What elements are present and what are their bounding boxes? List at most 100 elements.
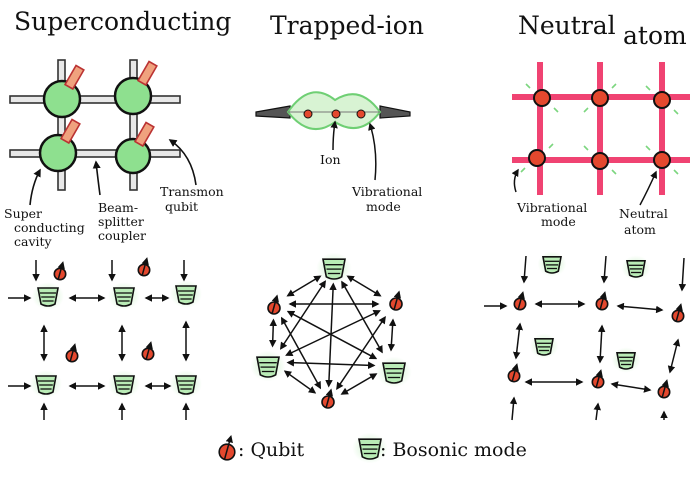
coupling-arrow (286, 358, 376, 370)
coupling-arrow (667, 338, 681, 374)
qubit-icon (389, 290, 403, 311)
transmon-chip (136, 60, 158, 87)
ion-pointer-arrow (330, 120, 338, 151)
label-cavity-line2: conducting (14, 220, 85, 235)
transmon-chip (59, 118, 81, 145)
coupling-arrow (616, 302, 664, 314)
vibration-marks (520, 143, 679, 175)
coupler-horizontal (9, 95, 181, 104)
coupling-arrow (512, 322, 524, 360)
na-mode-pointer-arrow (511, 168, 519, 193)
bosonic-mode-icon (32, 282, 64, 310)
legend-bosonic-icon (352, 432, 388, 464)
label-na-vib-line1: Vibrational (516, 200, 587, 215)
bosonic-mode-icon (170, 370, 202, 398)
label-ion: Ion (320, 152, 341, 167)
neutral-atom (533, 89, 551, 107)
label-neutral-atom-line2: atom (624, 222, 656, 237)
superconducting-schematic (8, 257, 202, 420)
coupling-arrow (678, 257, 687, 292)
label-beam-line3: coupler (98, 228, 146, 243)
coupling-arrow (340, 373, 378, 395)
bosonic-mode-icon (30, 370, 62, 398)
coupling-arrow (520, 255, 529, 284)
coupling-arrow (610, 381, 652, 393)
bosonic-mode-icon (108, 282, 140, 310)
label-cavity-line1: Super (4, 206, 42, 221)
bosonic-mode-icon (537, 251, 567, 277)
superconducting-cavity (113, 76, 153, 116)
bosonic-mode-icon (529, 333, 559, 359)
coupler-pointer-arrow (92, 160, 101, 196)
coupler-horizontal (9, 149, 181, 158)
ion (331, 109, 341, 119)
trap-electrode-left (255, 105, 291, 119)
qubit-icon (65, 343, 79, 363)
qubit-icon (321, 388, 335, 409)
bosonic-mode-icon (352, 432, 388, 464)
coupler-vertical (129, 59, 138, 191)
label-ion-vib-line1: Vibrational (351, 184, 422, 199)
coupling-arrow (279, 280, 327, 350)
coupling-arrow (509, 396, 518, 421)
qubit-icon (218, 434, 236, 461)
legend-bosonic-label: : Bosonic mode (380, 439, 527, 461)
neutral-atom (591, 152, 609, 170)
coupling-arrow (387, 318, 397, 352)
coupling-arrow (280, 316, 322, 390)
qubit-icon (137, 257, 151, 277)
coupling-arrow (596, 324, 606, 364)
label-neutral-atom-line1: Neutral (619, 206, 668, 221)
label-cavity-line3: cavity (14, 234, 53, 249)
legend-qubit-icon (218, 434, 236, 461)
title-superconducting: Superconducting (14, 7, 231, 36)
title-neutral: Neutral (518, 11, 616, 40)
label-na-vib-line2: mode (541, 214, 576, 229)
neutral-atom (653, 91, 671, 109)
bosonic-mode-icon (621, 255, 651, 281)
superconducting-cavity (42, 79, 82, 119)
superconducting-hardware: Super conducting cavity Beam- splitter c… (4, 59, 224, 249)
title-atom: atom (623, 21, 687, 50)
trapped-ion-hardware: Ion Vibrational mode (255, 91, 422, 214)
coupling-arrow (346, 275, 382, 297)
legend: : Qubit : Bosonic mode (218, 432, 527, 464)
label-transmon-line2: qubit (165, 199, 198, 214)
coupler-vertical (57, 59, 66, 191)
neutral-atom-schematic (484, 251, 687, 421)
coupling-arrow (283, 370, 317, 394)
bosonic-mode-icon (108, 370, 140, 398)
bosonic-mode-icon (611, 347, 641, 373)
legend-qubit-label: : Qubit (238, 439, 304, 461)
bosonic-mode-icon (316, 252, 352, 284)
neutral-atom (653, 151, 671, 169)
neutral-atom (528, 149, 546, 167)
qubit-icon (591, 369, 605, 389)
qubit-icon (267, 294, 281, 315)
transmon-chip (63, 64, 85, 91)
neutral-atom (591, 89, 609, 107)
superconducting-cavity (114, 137, 152, 175)
bosonic-mode-icon (376, 356, 412, 388)
superconducting-cavity (38, 133, 78, 173)
label-beam-line2: splitter (98, 214, 144, 229)
qubit-icon (53, 261, 67, 281)
coupling-arrow (600, 255, 609, 284)
label-ion-vib-line2: mode (366, 199, 401, 214)
transmon-pointer-arrow (168, 139, 197, 186)
qubit-icon (671, 303, 685, 323)
trap-electrode-right (379, 105, 411, 119)
qubit-icon (595, 291, 609, 311)
qubit-icon (513, 291, 527, 311)
coupling-arrow (269, 318, 277, 348)
qubit-icon (507, 363, 521, 383)
transmon-chip (133, 121, 155, 148)
ion (303, 109, 313, 119)
label-transmon-line1: Transmon (160, 184, 224, 199)
label-beam-line1: Beam- (98, 200, 138, 215)
trapped-ion-schematic (250, 252, 412, 409)
vibration-marks (525, 83, 679, 115)
bosonic-mode-icon (250, 350, 286, 382)
coupling-arrow (593, 402, 601, 421)
